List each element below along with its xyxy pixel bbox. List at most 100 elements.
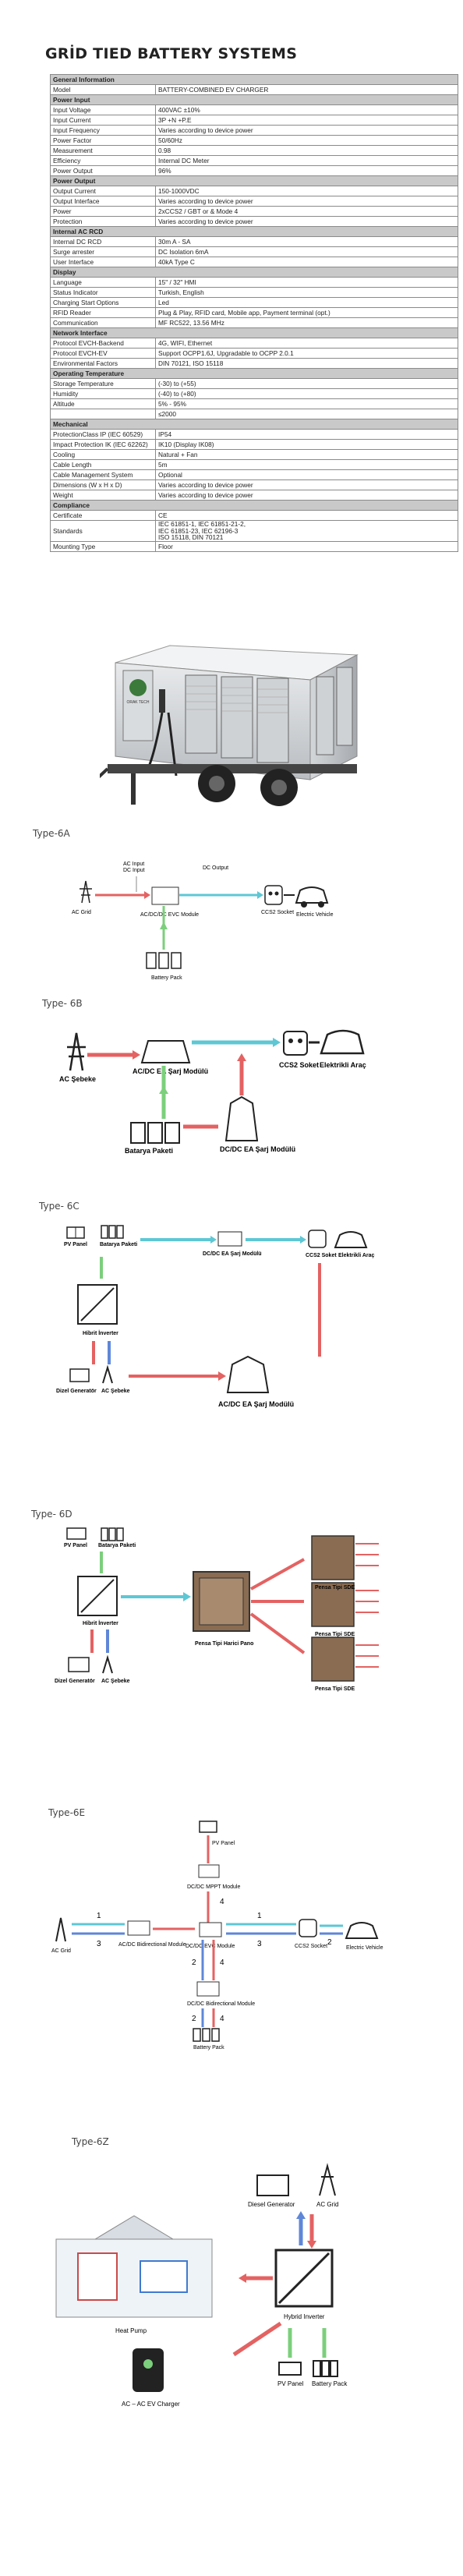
- spec-key: Mounting Type: [50, 541, 156, 553]
- type-6a-label: Type-6A: [33, 828, 70, 839]
- pv-panel-icon: [278, 2362, 302, 2376]
- spec-key: Certificate: [50, 510, 156, 521]
- spec-row: General Information: [50, 74, 458, 85]
- spec-value-line: 96%: [158, 166, 171, 175]
- diagram-type-6d: PV Panel Batarya Paketi Hibrit İnverter …: [55, 1527, 379, 1692]
- spec-row: Display: [50, 267, 458, 278]
- spec-key: Protocol EVCH-Backend: [50, 338, 156, 349]
- mppt-module-icon: [198, 1864, 220, 1878]
- spec-value: Internal DC Meter: [155, 155, 458, 166]
- spec-value-line: 5m: [158, 460, 168, 469]
- spec-value-line: 4G, WIFI, Ethernet: [158, 338, 213, 347]
- battery-label: Batarya Paketi: [100, 1242, 137, 1247]
- spec-value: Varies according to device power: [155, 196, 458, 207]
- spec-value: 0.98: [155, 145, 458, 156]
- spec-key: Cable Management System: [50, 469, 156, 480]
- battery-icon: [313, 2360, 338, 2377]
- spec-value: Natural + Fan: [155, 449, 458, 460]
- spec-row: Internal AC RCD: [50, 226, 458, 237]
- bidir-module-icon: [127, 1920, 150, 1936]
- flow-3b-label: 3: [257, 1940, 262, 1948]
- spec-section-header: Power Output: [50, 175, 458, 186]
- socket-label: CCS2 Soket: [306, 1253, 337, 1258]
- spec-value-line: 400VAC ±10%: [158, 105, 200, 114]
- grid-label: AC Şebeke: [101, 1389, 130, 1394]
- spec-value: Plug & Play, RFID card, Mobile app, Paym…: [155, 307, 458, 318]
- spec-value: Turkish, English: [155, 287, 458, 298]
- mppt-label: DC/DC MPPT Module: [187, 1884, 240, 1890]
- inverter-label: Hibrit İnverter: [83, 1620, 118, 1626]
- gen-label: Dizel Generatör: [55, 1679, 95, 1684]
- spec-row: Power Input: [50, 94, 458, 105]
- spec-value-line: Varies according to device power: [158, 126, 253, 134]
- spec-value-line: Optional: [158, 470, 182, 479]
- gen-label: Dizel Generatör: [56, 1389, 97, 1394]
- spec-value-line: Varies according to device power: [158, 217, 253, 225]
- spec-row: Dimensions (W x H x D)Varies according t…: [50, 479, 458, 490]
- spec-key: Communication: [50, 317, 156, 328]
- vehicle-label: Electric Vehicle: [346, 1945, 383, 1951]
- flow-3-label: 3: [97, 1940, 101, 1948]
- spec-section-header: Mechanical: [50, 419, 458, 430]
- sde-unit-icon: [311, 1535, 355, 1682]
- spec-key: Standards: [50, 519, 156, 543]
- spec-value-line: Natural + Fan: [158, 450, 198, 458]
- spec-row: ProtectionClass IP (IEC 60529)IP54: [50, 429, 458, 440]
- socket-label: CCS2 Socket: [261, 910, 294, 915]
- spec-value: 150-1000VDC: [155, 186, 458, 196]
- evc-module-icon: [199, 1922, 222, 1937]
- diagram-type-6z: Diesel Generator AC Grid Hybrid Inverter…: [55, 2163, 348, 2408]
- spec-key: RFID Reader: [50, 307, 156, 318]
- spec-key: Power Factor: [50, 135, 156, 146]
- spec-value-line: 30m A - SA: [158, 237, 191, 246]
- flow-4b-label: 4: [220, 1959, 224, 1967]
- vehicle-icon: [320, 1029, 365, 1055]
- spec-value: Optional: [155, 469, 458, 480]
- grid-tower-icon: [55, 1917, 66, 1942]
- spec-row: Mechanical: [50, 419, 458, 430]
- diagram-type-6c: PV Panel Batarya Paketi DC/DC EA Şarj Mo…: [56, 1225, 375, 1408]
- spec-row: Operating Temperature: [50, 368, 458, 379]
- vehicle-icon: [334, 1231, 368, 1248]
- spec-value: CE: [155, 510, 458, 521]
- spec-value: IP54: [155, 429, 458, 440]
- spec-value: 5m: [155, 459, 458, 470]
- spec-key: Cable Length: [50, 459, 156, 470]
- pv-label: PV Panel: [64, 1242, 87, 1247]
- charger-label: AC – AC EV Charger: [122, 2401, 180, 2408]
- spec-value-line: IK10 (Display IK08): [158, 440, 214, 448]
- battery-icon: [193, 2028, 220, 2042]
- vehicle-label: Elektrikli Araç: [338, 1253, 375, 1258]
- spec-value-line: 40kA Type C: [158, 257, 195, 266]
- spec-value-line: 5% - 95%: [158, 399, 186, 408]
- spec-value-line: IEC 61851-1, IEC 61851-21-2,: [158, 520, 246, 528]
- dc-input-label: DC Input: [123, 868, 145, 873]
- spec-row: Storage Temperature(-30) to (+55): [50, 378, 458, 389]
- spec-key: Power Output: [50, 165, 156, 176]
- spec-row: Power Output: [50, 175, 458, 186]
- inverter-label: Hibrit İnverter: [83, 1330, 118, 1336]
- spec-value: ≤2000: [155, 409, 458, 419]
- diagram-type-6b: AC Şebeke AC/DC EA Şarj Modülü CCS2 Soke…: [59, 1029, 366, 1155]
- inverter-label: Hybrid Inverter: [284, 2313, 325, 2320]
- spec-value: Led: [155, 297, 458, 308]
- spec-key: Language: [50, 277, 156, 288]
- spec-key: Status Indicator: [50, 287, 156, 298]
- spec-section-header: Display: [50, 267, 458, 278]
- spec-value: 3P +N +P.E: [155, 115, 458, 126]
- spec-value: Floor: [155, 541, 458, 553]
- spec-value: 2xCCS2 / GBT or & Mode 4: [155, 206, 458, 217]
- spec-key: Internal DC RCD: [50, 236, 156, 247]
- sde2-label: Pensa Tipi SDE: [315, 1632, 355, 1637]
